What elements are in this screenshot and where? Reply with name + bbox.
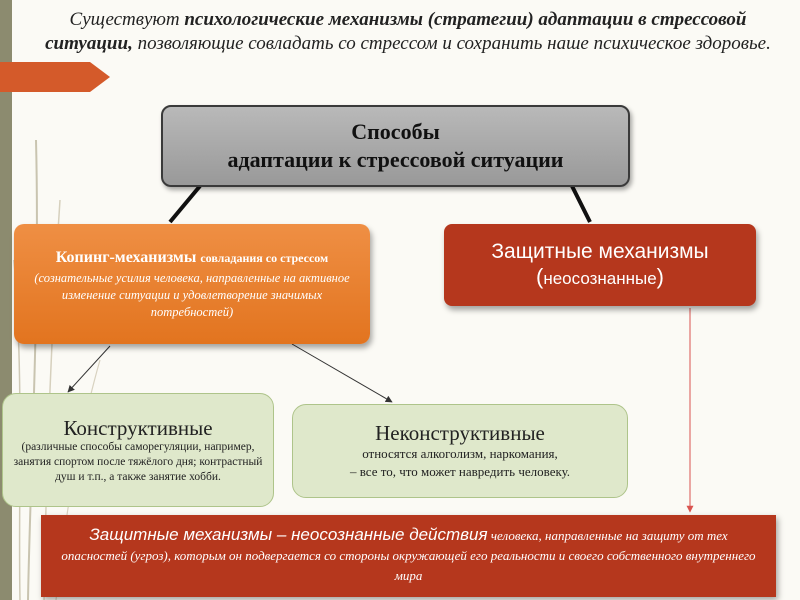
constructive-box: Конструктивные (различные способы саморе… bbox=[2, 393, 274, 507]
definition-lead: Защитные механизмы – неосознанные действ… bbox=[89, 525, 488, 544]
defense-title: Защитные механизмы bbox=[491, 240, 709, 263]
defense-mechanisms-box: Защитные механизмы (неосознанные) bbox=[444, 224, 756, 306]
adaptation-title-line1: Способы bbox=[351, 119, 440, 144]
defense-subtitle: (неосознанные) bbox=[536, 264, 664, 289]
decorative-ribbon bbox=[0, 62, 110, 92]
adaptation-title-line2: адаптации к стрессовой ситуации bbox=[227, 147, 564, 172]
coping-mechanisms-box: Копинг-механизмы совладания со стрессом … bbox=[14, 224, 370, 344]
constructive-note: (различные способы саморегуляции, наприм… bbox=[13, 440, 263, 483]
nonconstructive-title: Неконструктивные bbox=[375, 421, 545, 445]
defense-definition-box: Защитные механизмы – неосознанные действ… bbox=[41, 515, 776, 597]
definition-rest: человека, направленные на защиту от тех … bbox=[61, 528, 756, 583]
constructive-title: Конструктивные bbox=[63, 415, 213, 440]
coping-title: Копинг-механизмы совладания со стрессом bbox=[55, 248, 329, 266]
coping-note: (сознательные усилия человека, направлен… bbox=[34, 270, 350, 319]
adaptation-methods-box: Способы адаптации к стрессовой ситуации bbox=[161, 105, 630, 187]
nonconstructive-note-2: – все то, что может навредить человеку. bbox=[349, 464, 571, 479]
nonconstructive-note-1: относятся алкоголизм, наркомания, bbox=[362, 446, 558, 461]
nonconstructive-box: Неконструктивные относятся алкоголизм, н… bbox=[292, 404, 628, 498]
slide-heading: Существуют психологические механизмы (ст… bbox=[45, 9, 771, 54]
